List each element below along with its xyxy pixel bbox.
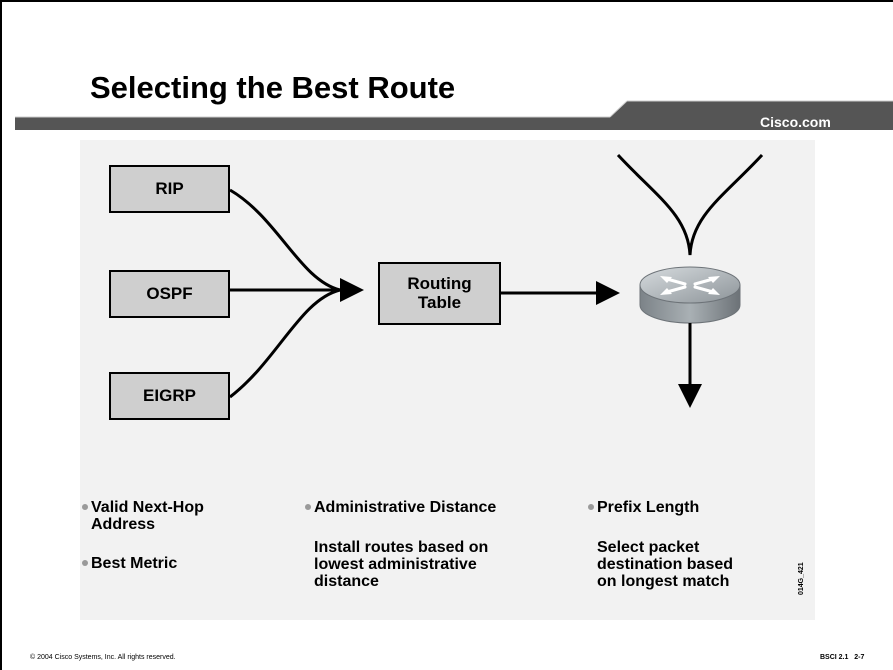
copyright-notice: © 2004 Cisco Systems, Inc. All rights re… <box>30 654 176 661</box>
routing-table-label: Routing Table <box>407 273 472 312</box>
prefix-length-line-3: on longest match <box>597 573 730 590</box>
title-banner <box>15 100 893 130</box>
prefix-length-line-2: destination based <box>597 556 734 573</box>
brand-label: Cisco.com <box>760 114 831 130</box>
eigrp-connector <box>229 288 341 399</box>
figure-code: 014G_421 <box>798 562 805 595</box>
bullet-dot <box>588 504 594 510</box>
router-icon <box>639 266 741 324</box>
admin-distance-line-2: lowest administrative <box>314 556 477 573</box>
slide-title: Selecting the Best Route <box>90 70 456 105</box>
protocol-rip-box: RIP <box>109 165 230 213</box>
bullet-next-hop-cont: Address <box>91 516 156 533</box>
protocol-ospf-box: OSPF <box>109 270 230 318</box>
admin-distance-line-1: Install routes based on <box>314 539 489 556</box>
admin-distance-line-3: distance <box>314 573 379 590</box>
incoming-lines <box>616 153 764 256</box>
prefix-length-heading: Prefix Length <box>588 499 699 517</box>
bullet-dot <box>305 504 311 510</box>
bullet-best-metric: Best Metric <box>82 555 177 573</box>
prefix-length-line-1: Select packet <box>597 539 700 556</box>
bullet-dot <box>82 560 88 566</box>
bullet-dot <box>82 504 88 510</box>
bullet-next-hop: Valid Next-Hop <box>82 499 204 517</box>
protocol-eigrp-box: EIGRP <box>109 372 230 420</box>
admin-distance-heading: Administrative Distance <box>305 499 496 517</box>
rip-connector <box>229 188 341 292</box>
routing-table-box: Routing Table <box>378 262 501 325</box>
course-page-id: BSCI 2.1 2-7 <box>820 654 865 661</box>
